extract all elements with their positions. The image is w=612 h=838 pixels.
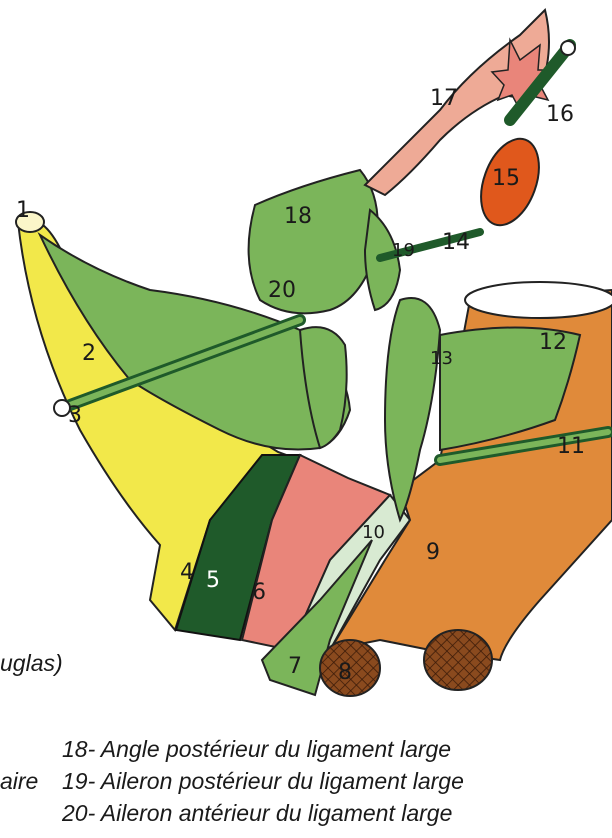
label-19: 19 [392,242,415,260]
label-11: 11 [557,436,585,458]
tube-end-16 [561,41,575,55]
label-14: 14 [442,232,470,254]
label-1: 1 [16,200,30,222]
label-20: 20 [268,280,296,302]
cropped-text-left-2: aire [0,770,38,793]
label-10: 10 [362,524,385,542]
label-3: 3 [68,405,82,427]
label-17: 17 [430,88,458,110]
legend-item-18: 18- Angle postérieur du ligament large [62,738,451,761]
legend-item-20: 20- Aileron antérieur du ligament large [62,802,452,825]
label-15: 15 [492,168,520,190]
label-13: 13 [430,350,453,368]
label-9: 9 [426,542,440,564]
label-12: 12 [539,332,567,354]
label-6: 6 [252,582,266,604]
tube-end-top-right [465,282,612,318]
label-2: 2 [82,343,96,365]
label-18: 18 [284,206,312,228]
legend-item-19: 19- Aileron postérieur du ligament large [62,770,464,793]
label-5: 5 [206,570,220,592]
label-4: 4 [180,562,194,584]
label-8: 8 [338,662,352,684]
label-16: 16 [546,104,574,126]
cropped-text-left: uglas) [0,652,63,675]
label-7: 7 [288,656,302,678]
hatched-right [424,630,492,690]
